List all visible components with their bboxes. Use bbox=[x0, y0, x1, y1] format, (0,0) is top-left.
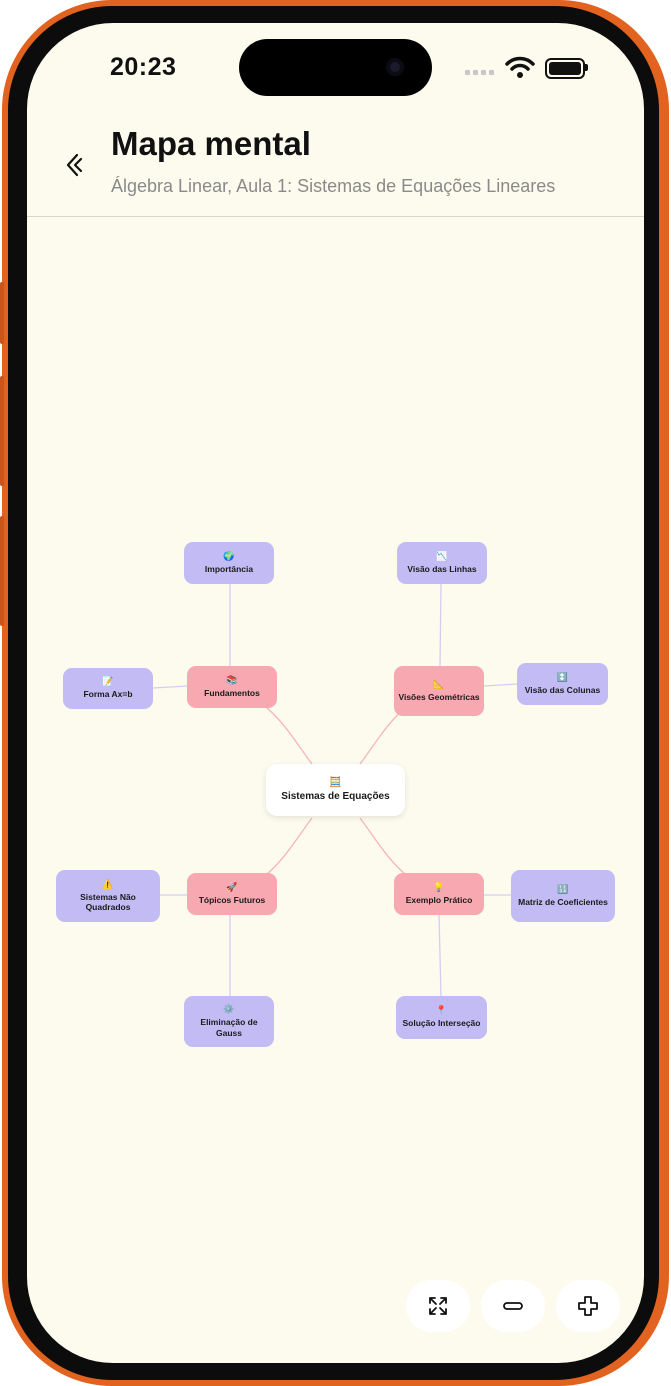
mind-map-branch-node[interactable]: 💡 Exemplo Prático bbox=[394, 873, 484, 915]
globe-icon: 🌍 bbox=[223, 550, 235, 561]
mind-map-branch-node[interactable]: 📐 Visões Geométricas bbox=[394, 666, 484, 716]
battery-icon bbox=[545, 58, 585, 79]
node-label: Sistemas Não Quadrados bbox=[80, 891, 136, 912]
status-time: 20:23 bbox=[110, 53, 177, 81]
mind-map-leaf-node[interactable]: ↕️ Visão das Colunas bbox=[517, 663, 608, 705]
node-label: Eliminação de Gauss bbox=[200, 1017, 258, 1038]
expand-arrows-icon bbox=[429, 1297, 447, 1315]
signal-dot bbox=[489, 70, 494, 75]
fit-view-button[interactable] bbox=[406, 1280, 470, 1332]
signal-dot bbox=[481, 70, 486, 75]
node-label: Exemplo Prático bbox=[405, 894, 473, 905]
numbers-icon: 🔢 bbox=[557, 883, 569, 894]
mind-map-leaf-node[interactable]: ⚙️ Eliminação de Gauss bbox=[184, 996, 274, 1047]
up-down-arrow-icon: ↕️ bbox=[556, 671, 569, 682]
node-label: Visão das Colunas bbox=[524, 684, 601, 695]
mind-map-leaf-node[interactable]: 📝 Forma Ax=b bbox=[63, 668, 153, 709]
side-button bbox=[0, 516, 4, 626]
warning-icon: ⚠️ bbox=[102, 878, 114, 889]
mind-map-leaf-node[interactable]: 🔢 Matriz de Coeficientes bbox=[511, 870, 615, 922]
back-button[interactable] bbox=[55, 147, 95, 187]
node-label: Visões Geométricas bbox=[398, 691, 480, 702]
chart-down-icon: 📉 bbox=[436, 550, 448, 561]
node-label: Visão das Linhas bbox=[407, 563, 477, 574]
chevron-left-icon bbox=[66, 153, 83, 177]
side-button bbox=[0, 376, 4, 486]
signal-dot bbox=[473, 70, 478, 75]
battery-tip bbox=[585, 64, 588, 71]
zoom-out-button[interactable] bbox=[481, 1280, 545, 1332]
screen: 20:23 Mapa mental Álgebra Linear, Aula 1… bbox=[27, 23, 644, 1363]
mind-map-branch-node[interactable]: 🚀 Tópicos Futuros bbox=[187, 873, 277, 915]
mind-map-branch-node[interactable]: 📚 Fundamentos bbox=[187, 666, 277, 708]
gear-icon: ⚙️ bbox=[223, 1004, 235, 1015]
page-subtitle: Álgebra Linear, Aula 1: Sistemas de Equa… bbox=[111, 176, 556, 196]
books-icon: 📚 bbox=[226, 674, 238, 685]
link-fundamentos-forma bbox=[152, 685, 188, 689]
mind-map-leaf-node[interactable]: 📉 Visão das Linhas bbox=[397, 542, 487, 584]
side-button bbox=[0, 282, 4, 344]
abacus-icon: 🧮 bbox=[329, 776, 342, 788]
signal-dot bbox=[465, 70, 470, 75]
plus-icon bbox=[578, 1296, 598, 1316]
node-label: Matriz de Coeficientes bbox=[518, 896, 608, 907]
link-visoes-colunas bbox=[483, 683, 518, 687]
pin-icon: 📍 bbox=[435, 1005, 448, 1016]
page-title: Mapa mental bbox=[111, 125, 311, 162]
node-label: Importância bbox=[204, 563, 254, 574]
memo-icon: 📝 bbox=[102, 676, 114, 687]
node-label: Tópicos Futuros bbox=[198, 894, 266, 905]
link-exemplo-solucao bbox=[438, 914, 442, 997]
header-divider bbox=[27, 216, 644, 217]
status-icons bbox=[465, 55, 615, 81]
node-label: Solução Interseção bbox=[402, 1018, 481, 1029]
mind-map-leaf-node[interactable]: ⚠️ Sistemas Não Quadrados bbox=[56, 870, 160, 922]
mind-map-links bbox=[152, 582, 518, 997]
node-label: Sistemas de Equações bbox=[281, 790, 390, 802]
mind-map-leaf-node[interactable]: 📍 Solução Interseção bbox=[396, 996, 487, 1039]
node-label: Forma Ax=b bbox=[83, 689, 133, 700]
zoom-in-button[interactable] bbox=[556, 1280, 620, 1332]
node-label: Fundamentos bbox=[204, 687, 260, 698]
wifi-icon bbox=[505, 56, 535, 78]
mind-map-leaf-node[interactable]: 🌍 Importância bbox=[184, 542, 274, 584]
mind-map-root-node[interactable]: 🧮 Sistemas de Equações bbox=[266, 764, 405, 816]
minus-icon bbox=[503, 1302, 523, 1310]
lightbulb-icon: 💡 bbox=[433, 881, 445, 892]
link-visoes-linhas bbox=[439, 582, 442, 667]
dynamic-island bbox=[239, 39, 432, 96]
triangle-ruler-icon: 📐 bbox=[433, 678, 445, 689]
rocket-icon: 🚀 bbox=[226, 881, 238, 892]
camera bbox=[386, 58, 404, 76]
